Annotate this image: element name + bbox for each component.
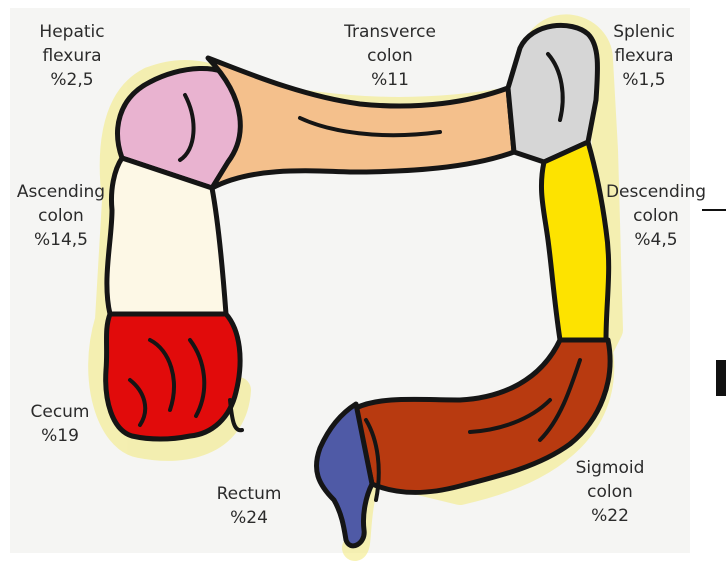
descending-name-2: colon xyxy=(600,204,712,228)
descending-percent: %4,5 xyxy=(600,228,712,252)
transverse-name: Transverce xyxy=(330,20,450,44)
rectum-name: Rectum xyxy=(204,482,294,506)
hepatic-name-2: flexura xyxy=(22,44,122,68)
splenic-percent: %1,5 xyxy=(594,68,694,92)
label-transverse-colon: Transverce colon %11 xyxy=(330,20,450,92)
ascending-percent: %14,5 xyxy=(6,228,116,252)
cecum-percent: %19 xyxy=(20,424,100,448)
sigmoid-name: Sigmoid xyxy=(560,456,660,480)
transverse-percent: %11 xyxy=(330,68,450,92)
splenic-name: Splenic xyxy=(594,20,694,44)
rectum-percent: %24 xyxy=(204,506,294,530)
sigmoid-name-2: colon xyxy=(560,480,660,504)
edge-dash-mark xyxy=(702,209,726,211)
label-descending-colon: Descending colon %4,5 xyxy=(600,180,712,252)
hepatic-percent: %2,5 xyxy=(22,68,122,92)
ascending-name-2: colon xyxy=(6,204,116,228)
cecum-name: Cecum xyxy=(20,400,100,424)
label-cecum: Cecum %19 xyxy=(20,400,100,448)
sigmoid-percent: %22 xyxy=(560,504,660,528)
descending-name: Descending xyxy=(600,180,712,204)
label-splenic-flexura: Splenic flexura %1,5 xyxy=(594,20,694,92)
splenic-name-2: flexura xyxy=(594,44,694,68)
label-rectum: Rectum %24 xyxy=(204,482,294,530)
label-sigmoid-colon: Sigmoid colon %22 xyxy=(560,456,660,528)
hepatic-name: Hepatic xyxy=(22,20,122,44)
label-ascending-colon: Ascending colon %14,5 xyxy=(6,180,116,252)
transverse-name-2: colon xyxy=(330,44,450,68)
label-hepatic-flexura: Hepatic flexura %2,5 xyxy=(22,20,122,92)
ascending-name: Ascending xyxy=(6,180,116,204)
edge-bar-mark xyxy=(716,360,726,396)
